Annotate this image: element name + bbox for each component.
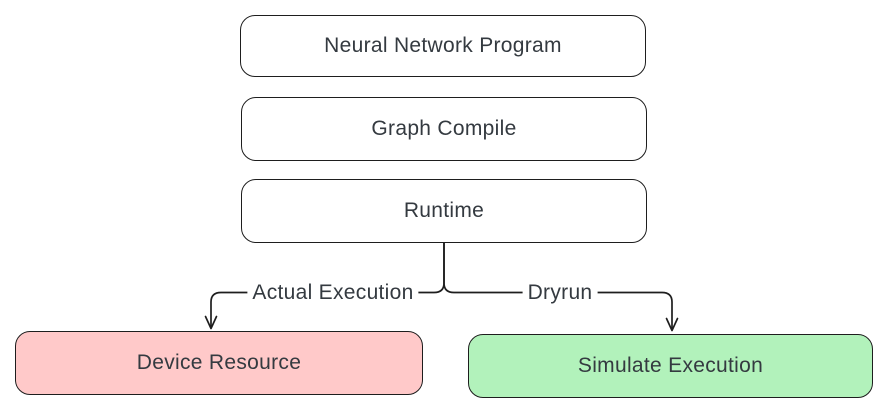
node-device-resource: Device Resource	[15, 331, 423, 395]
edge-label-actual-execution: Actual Execution	[247, 281, 419, 305]
arrowhead-simulate-execution	[665, 317, 679, 332]
node-neural-network-program: Neural Network Program	[240, 15, 646, 77]
edge-label-dryrun: Dryrun	[522, 281, 598, 305]
node-simulate-execution: Simulate Execution	[468, 334, 873, 398]
node-graph-compile: Graph Compile	[241, 97, 647, 161]
node-runtime: Runtime	[241, 179, 647, 243]
arrowhead-device-resource	[204, 315, 218, 330]
